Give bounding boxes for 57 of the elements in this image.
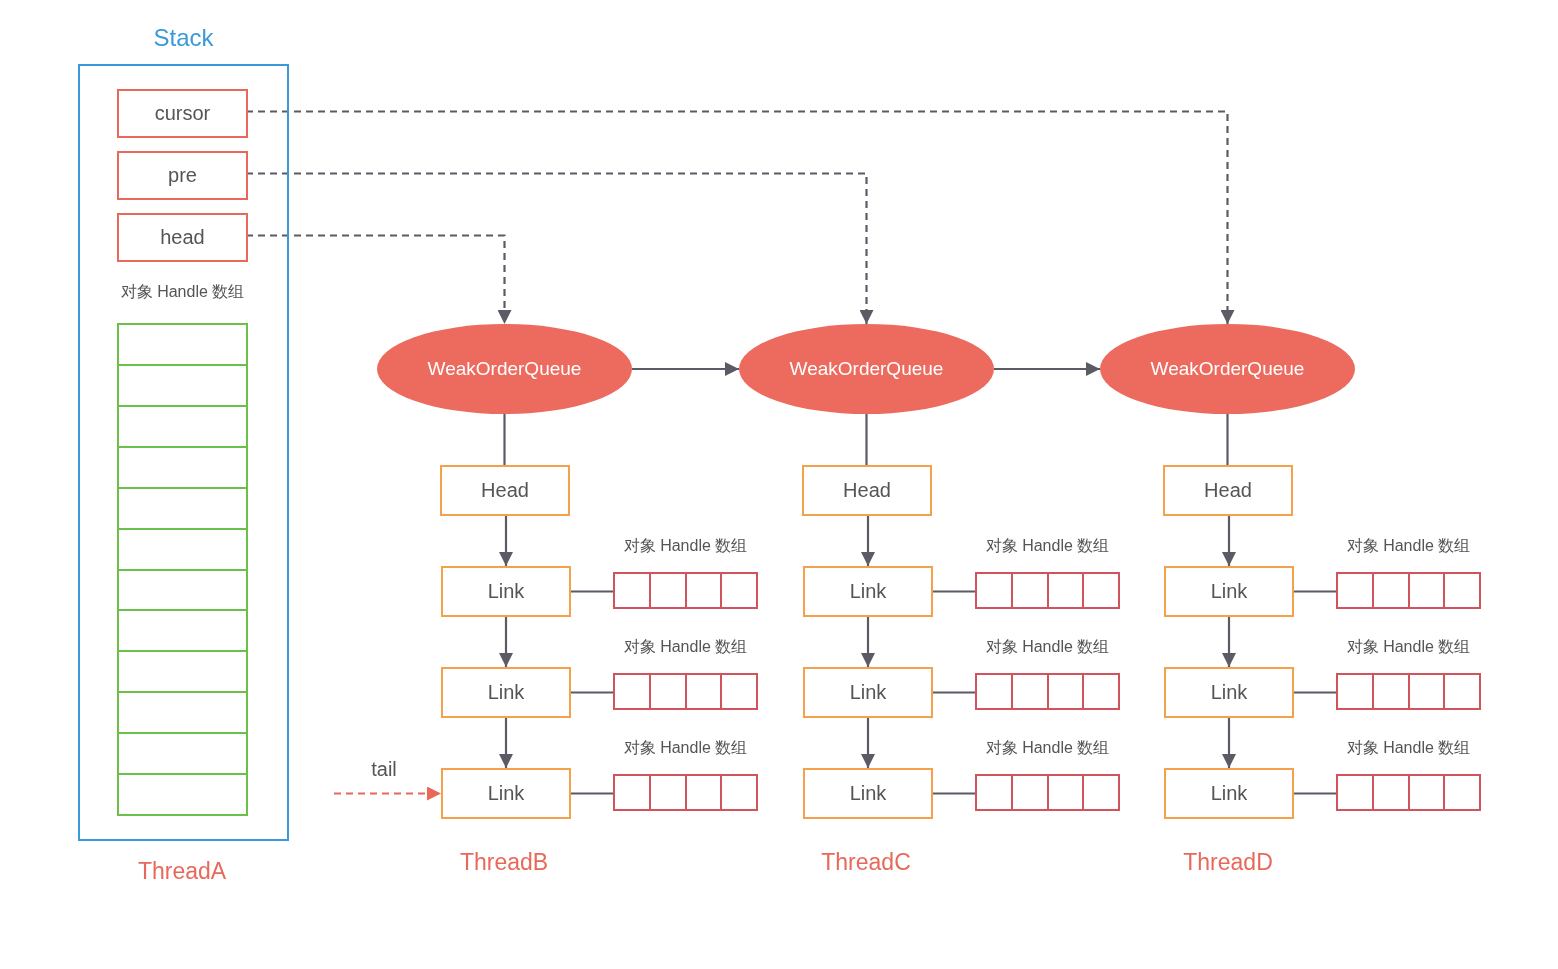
array-label: 对象 Handle 数组: [623, 637, 748, 657]
arrow: [861, 516, 875, 566]
arrow: [861, 617, 875, 667]
connector-line: [571, 590, 613, 593]
arrow: [1222, 718, 1236, 768]
link-box: Link: [441, 566, 571, 617]
arrow: [994, 362, 1100, 376]
arrow: [861, 718, 875, 768]
array-label: 对象 Handle 数组: [623, 738, 748, 758]
frame-title: Stack: [152, 24, 215, 52]
array-label: 对象 Handle 数组: [1346, 536, 1471, 556]
thread-label: ThreadD: [1183, 848, 1273, 876]
arrow: [499, 516, 513, 566]
arrow: [1222, 516, 1236, 566]
array-label: 对象 Handle 数组: [985, 738, 1110, 758]
queue-ellipse: WeakOrderQueue: [1100, 324, 1355, 414]
connector-line: [1294, 590, 1336, 593]
array-label: 对象 Handle 数组: [985, 536, 1110, 556]
thread-label: ThreadC: [821, 848, 911, 876]
arrow: [1222, 617, 1236, 667]
head-box: Head: [440, 465, 570, 516]
connector-line: [503, 414, 506, 465]
arrow: [499, 617, 513, 667]
connector-line: [571, 792, 613, 795]
queue-ellipse: WeakOrderQueue: [377, 324, 632, 414]
connector-line: [1226, 414, 1229, 465]
connector-line: [571, 691, 613, 694]
link-box: Link: [441, 667, 571, 718]
pointer-box: head: [117, 213, 248, 262]
thread-label: ThreadB: [459, 848, 549, 876]
connector-line: [865, 414, 868, 465]
connector-line: [933, 590, 975, 593]
connector-line: [1294, 691, 1336, 694]
queue-ellipse: WeakOrderQueue: [739, 324, 994, 414]
connector-line: [933, 792, 975, 795]
array-label: 对象 Handle 数组: [623, 536, 748, 556]
link-box: Link: [1164, 566, 1294, 617]
link-box: Link: [803, 566, 933, 617]
head-box: Head: [802, 465, 932, 516]
array-label: 对象 Handle 数组: [120, 282, 245, 302]
dashed-arrow: [334, 786, 441, 801]
link-box: Link: [1164, 768, 1294, 819]
connector-line: [1294, 792, 1336, 795]
connector-line: [933, 691, 975, 694]
link-box: Link: [1164, 667, 1294, 718]
array-label: 对象 Handle 数组: [1346, 738, 1471, 758]
array-label: 对象 Handle 数组: [985, 637, 1110, 657]
arrow: [499, 718, 513, 768]
link-box: Link: [441, 768, 571, 819]
thread-label: ThreadA: [137, 857, 227, 885]
link-box: Link: [803, 768, 933, 819]
head-box: Head: [1163, 465, 1293, 516]
arrow: [632, 362, 739, 376]
pointer-box: cursor: [117, 89, 248, 138]
pointer-box: pre: [117, 151, 248, 200]
array-label: 对象 Handle 数组: [1346, 637, 1471, 657]
link-box: Link: [803, 667, 933, 718]
